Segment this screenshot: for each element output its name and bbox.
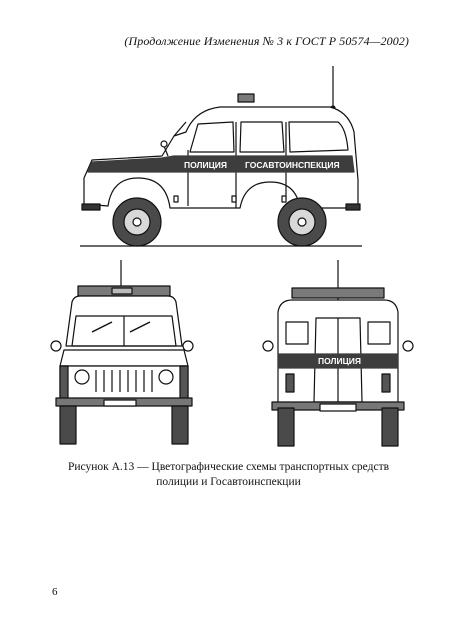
rear-plate — [319, 403, 357, 412]
side-window-back — [288, 121, 349, 153]
side-window-rear — [239, 121, 285, 153]
front-windshield — [71, 315, 177, 347]
side-roof-beacon — [237, 93, 255, 103]
front-plate — [103, 399, 137, 407]
side-stripe-text-right: ГОСАВТОИНСПЕКЦИЯ — [245, 160, 340, 170]
rear-light-bar — [291, 287, 385, 299]
rear-stripe — [277, 353, 399, 369]
front-wheel-left — [59, 405, 77, 445]
page-header: (Продолжение Изменения № 3 к ГОСТ Р 5057… — [124, 34, 409, 48]
caption-line-2: полиции и Госавтоинспекции — [156, 476, 301, 488]
side-stripe — [87, 155, 355, 173]
rear-stripe-text: ПОЛИЦИЯ — [318, 356, 361, 366]
front-view-vehicle — [50, 260, 194, 445]
front-wheel-right — [171, 405, 189, 445]
side-view-vehicle — [80, 66, 362, 247]
page-number: 6 — [52, 586, 58, 598]
figure-caption: Рисунок А.13 — Цветографические схемы тр… — [0, 460, 457, 490]
side-window-front — [189, 121, 235, 153]
side-stripe-text-left: ПОЛИЦИЯ — [184, 160, 227, 170]
front-hood — [59, 349, 189, 367]
rear-wheel-right — [381, 407, 399, 447]
front-headlight-right — [158, 369, 174, 385]
rear-wheel-left — [277, 407, 295, 447]
front-headlight-left — [74, 369, 90, 385]
caption-line-1: Рисунок А.13 — Цветографические схемы тр… — [67, 461, 390, 473]
rear-view-vehicle — [262, 260, 414, 447]
